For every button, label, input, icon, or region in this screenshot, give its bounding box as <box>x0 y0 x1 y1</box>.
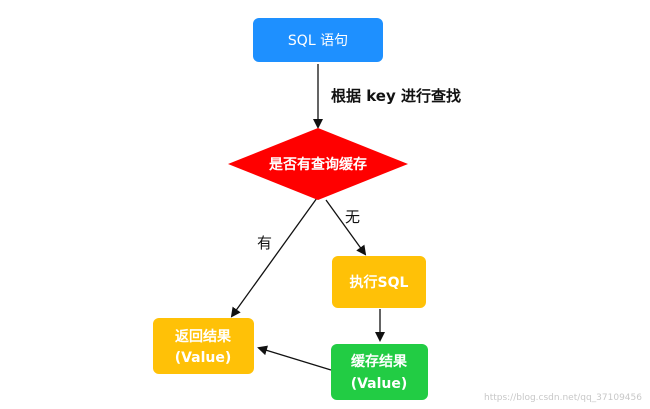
yes-edge-label: 有 <box>257 234 272 252</box>
cache-result-label-line2: (Value) <box>351 376 408 392</box>
watermark-text: https://blog.csdn.net/qq_37109456 <box>484 393 642 403</box>
sql-statement-label: SQL 语句 <box>288 33 348 49</box>
lookup-edge-label: 根据 key 进行查找 <box>331 87 461 105</box>
cache-result-label-line1: 缓存结果 <box>351 353 408 370</box>
execute-sql-label: 执行SQL <box>350 274 409 291</box>
cache-check-decision <box>228 128 408 200</box>
sql-statement-node <box>253 18 383 62</box>
return-result-label-line2: (Value) <box>175 350 232 366</box>
cache-check-label: 是否有查询缓存 <box>269 156 367 173</box>
execute-sql-node <box>332 256 426 308</box>
edge-decision-to-return <box>230 197 318 318</box>
return-result-node <box>153 318 254 374</box>
edge-decision-to-execute <box>325 199 367 256</box>
no-edge-label: 无 <box>345 208 360 226</box>
cache-result-node <box>331 344 428 400</box>
edge-cache-to-return <box>257 345 332 371</box>
return-result-label-line1: 返回结果 <box>175 328 232 345</box>
